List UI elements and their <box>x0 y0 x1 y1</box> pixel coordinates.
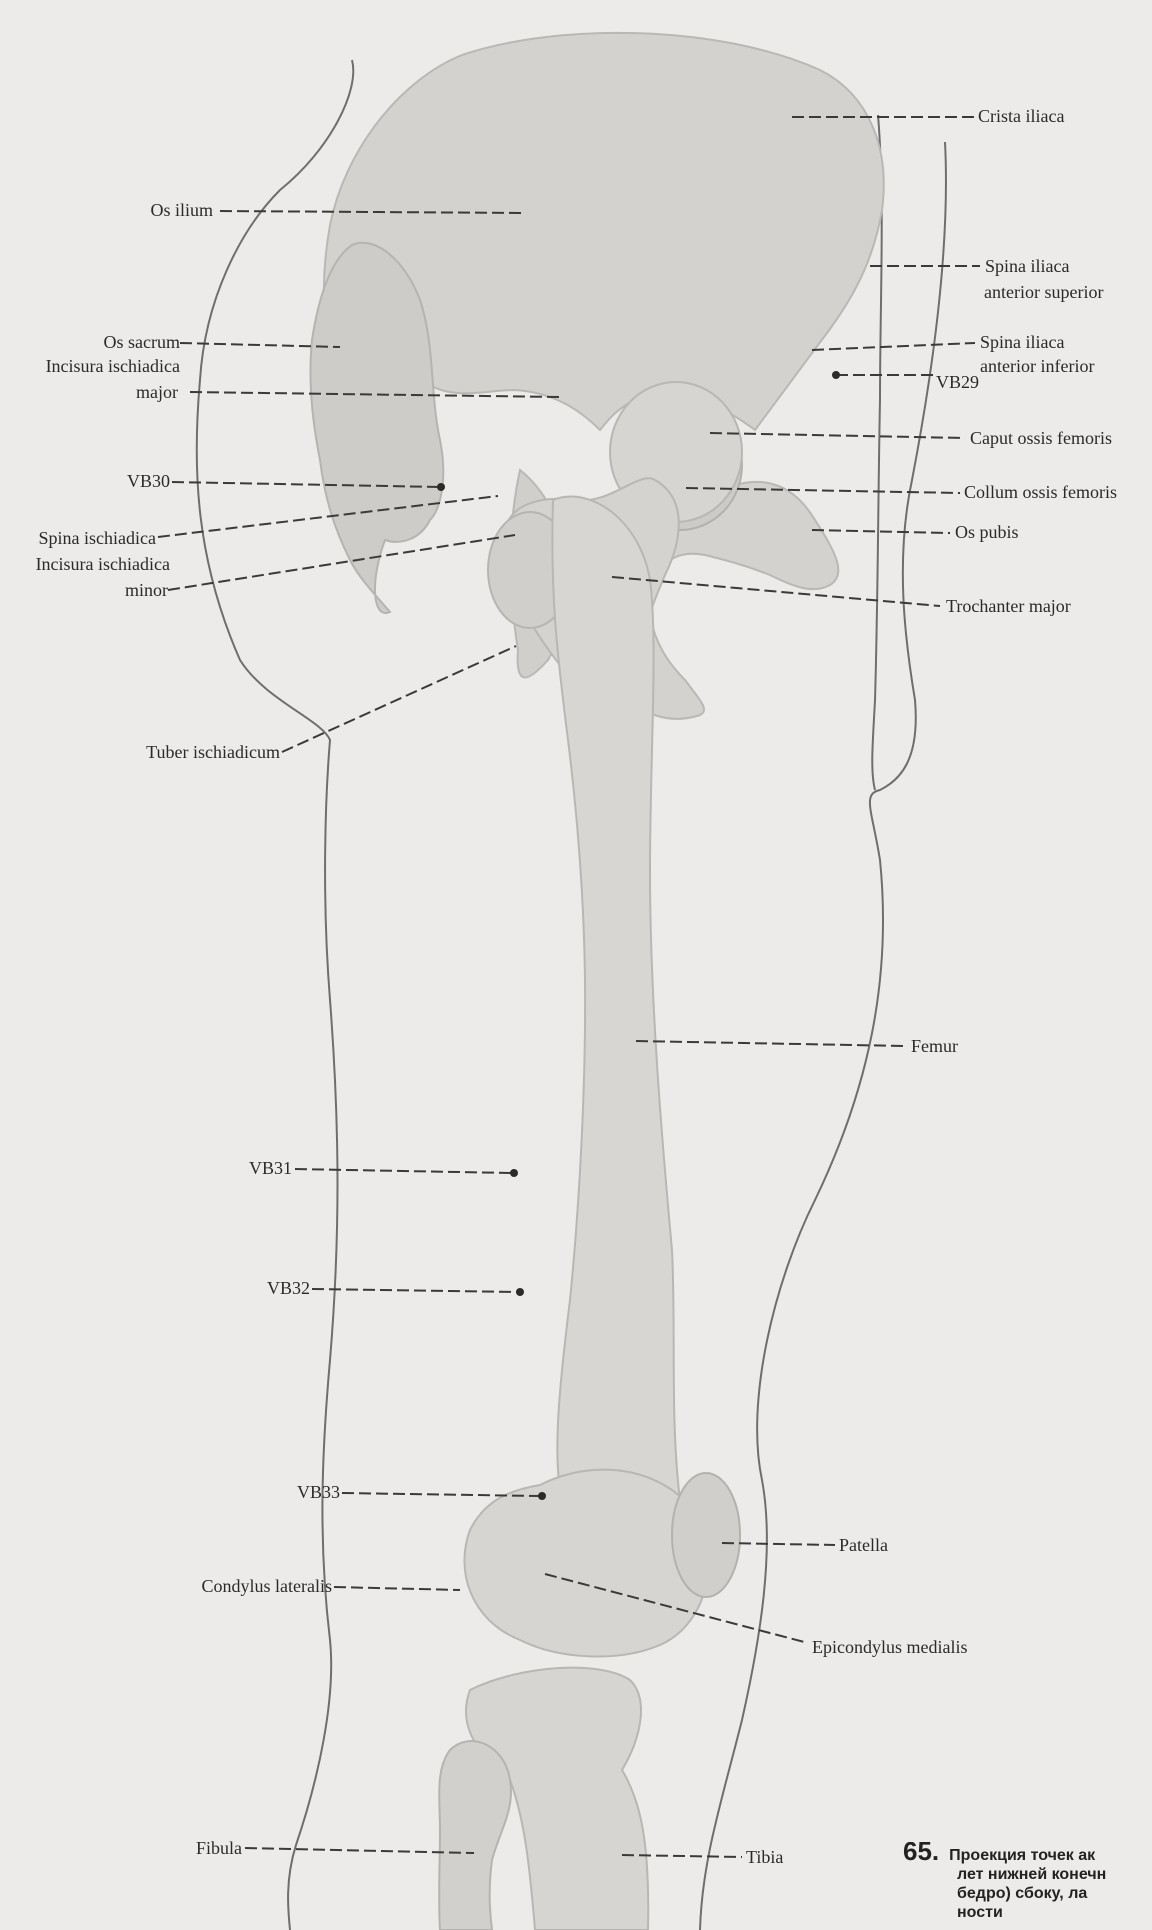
caption-line-4: ности <box>903 1903 1152 1922</box>
lower-leg-bones <box>439 1668 648 1930</box>
label-vb33: VB33 <box>250 1482 340 1503</box>
leader-spina-ant-inf <box>812 343 975 350</box>
label-spina-ant-sup-1: Spina iliaca <box>985 256 1069 277</box>
point-vb32-dot <box>516 1288 524 1296</box>
label-femur: Femur <box>911 1036 958 1057</box>
point-vb31-dot <box>510 1169 518 1177</box>
caption-line-3: бедро) сбоку, ла <box>903 1884 1152 1903</box>
label-incisura-major-1: Incisura ischiadica <box>0 356 180 377</box>
patella-shape <box>672 1473 740 1597</box>
leader-tuber <box>282 646 516 752</box>
label-trochanter-major: Trochanter major <box>946 596 1071 617</box>
label-spina-ant-inf-2: anterior inferior <box>980 356 1094 377</box>
femur-bone <box>464 382 742 1656</box>
label-incisura-minor-2: minor <box>90 580 168 601</box>
point-vb33-dot <box>538 1492 546 1500</box>
fibula-shape <box>439 1741 511 1930</box>
label-condylus-lateralis: Condylus lateralis <box>120 1576 332 1597</box>
figure-number: 65. <box>903 1842 939 1861</box>
label-tibia: Tibia <box>746 1847 783 1868</box>
label-os-sacrum: Os sacrum <box>60 332 180 353</box>
label-fibula: Fibula <box>160 1838 242 1859</box>
leader-vb32 <box>312 1289 518 1292</box>
label-vb32: VB32 <box>220 1278 310 1299</box>
label-vb29: VB29 <box>936 372 979 393</box>
femoral-condyle <box>464 1470 708 1657</box>
label-spina-ant-inf-1: Spina iliaca <box>980 332 1064 353</box>
label-epicondylus-medialis: Epicondylus medialis <box>812 1637 967 1658</box>
label-os-pubis: Os pubis <box>955 522 1019 543</box>
leader-condylus <box>334 1587 460 1590</box>
label-vb30: VB30 <box>100 471 170 492</box>
label-incisura-major-2: major <box>100 382 178 403</box>
point-vb30-dot <box>437 483 445 491</box>
label-spina-ant-sup-2: anterior superior <box>984 282 1103 303</box>
point-vb29-dot <box>832 371 840 379</box>
label-os-ilium: Os ilium <box>108 200 213 221</box>
leader-os-pubis <box>812 530 950 533</box>
label-patella: Patella <box>839 1535 888 1556</box>
leader-femur <box>636 1041 906 1046</box>
label-crista-iliaca: Crista iliaca <box>978 106 1064 127</box>
leader-caput <box>710 433 965 438</box>
caption-line-2: лет нижней конечн <box>903 1865 1152 1884</box>
label-caput-femoris: Caput ossis femoris <box>970 428 1112 449</box>
label-spina-ischiadica: Spina ischiadica <box>0 528 156 549</box>
label-collum-femoris: Collum ossis femoris <box>964 482 1117 503</box>
label-vb31: VB31 <box>200 1158 292 1179</box>
label-tuber-ischiadicum: Tuber ischiadicum <box>80 742 280 763</box>
label-incisura-minor-1: Incisura ischiadica <box>0 554 170 575</box>
caption-line-1: Проекция точек ак <box>949 1846 1095 1865</box>
figure-caption: 65. Проекция точек ак лет нижней конечн … <box>903 1842 1152 1922</box>
leader-vb31 <box>295 1169 512 1173</box>
